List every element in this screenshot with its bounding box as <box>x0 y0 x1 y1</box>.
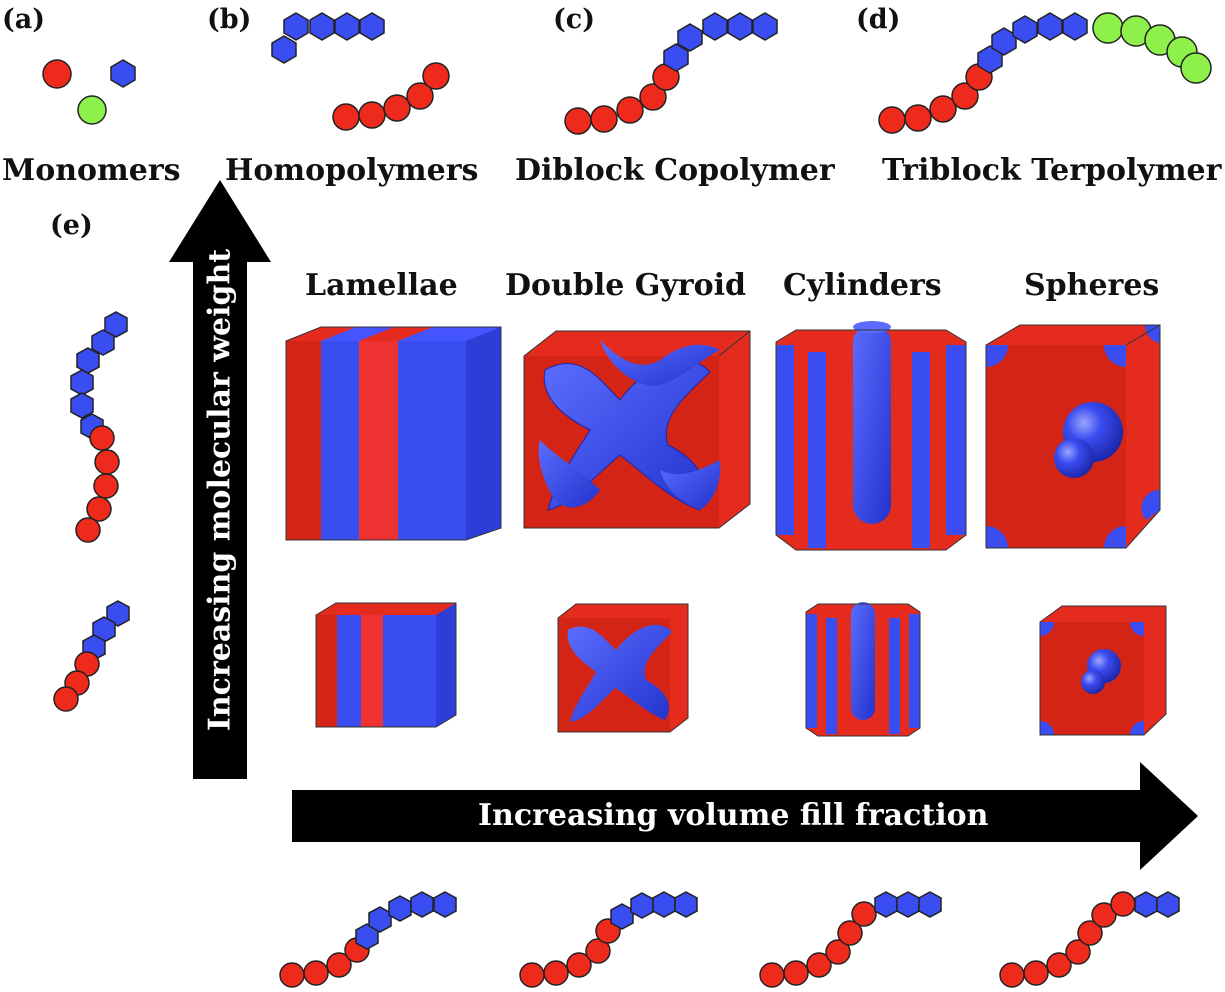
caption-homopolymers: Homopolymers <box>225 153 479 188</box>
panel-d-letter: (d) <box>856 4 901 35</box>
lamellae-large <box>285 326 502 541</box>
label-spheres: Spheres <box>1024 268 1160 303</box>
vertical-arrow-label: Increasing molecular weight <box>202 248 238 732</box>
homopolymer-red <box>332 62 450 131</box>
vertical-arrow <box>169 180 271 779</box>
triblock-chain <box>878 12 1212 134</box>
bottom-chain-4 <box>999 891 1180 988</box>
caption-triblock-terpolymer: Triblock Terpolymer <box>882 153 1222 188</box>
label-double-gyroid: Double Gyroid <box>505 268 746 303</box>
panel-c-letter: (c) <box>553 4 595 35</box>
bottom-chain-2 <box>519 891 698 988</box>
spheres-large <box>985 324 1161 549</box>
horizontal-arrow-label: Increasing volume fill fraction <box>478 798 989 833</box>
panel-b-letter: (b) <box>207 4 252 35</box>
diblock-chain <box>564 12 778 135</box>
bottom-chain-1 <box>279 891 457 988</box>
panel-a-letter: (a) <box>2 4 46 35</box>
cylinders-large <box>775 321 967 551</box>
gyroid-large <box>523 330 751 529</box>
horizontal-arrow <box>292 762 1198 870</box>
monomer-group <box>42 59 136 125</box>
green-monomer <box>77 95 107 125</box>
homopolymer-blue <box>271 12 385 64</box>
bottom-chain-3 <box>759 891 942 988</box>
cylinders-small <box>805 602 921 737</box>
short-chain <box>53 600 130 712</box>
label-cylinders: Cylinders <box>783 268 942 303</box>
label-lamellae: Lamellae <box>305 268 458 303</box>
red-monomer <box>42 59 72 89</box>
lamellae-small <box>315 602 457 728</box>
blue-monomer <box>110 59 136 88</box>
caption-diblock-copolymer: Diblock Copolymer <box>515 153 835 188</box>
panel-e-letter: (e) <box>50 210 93 241</box>
gyroid-small <box>557 603 689 733</box>
caption-monomers: Monomers <box>2 153 181 188</box>
long-chain <box>70 311 128 543</box>
spheres-small <box>1039 605 1167 736</box>
